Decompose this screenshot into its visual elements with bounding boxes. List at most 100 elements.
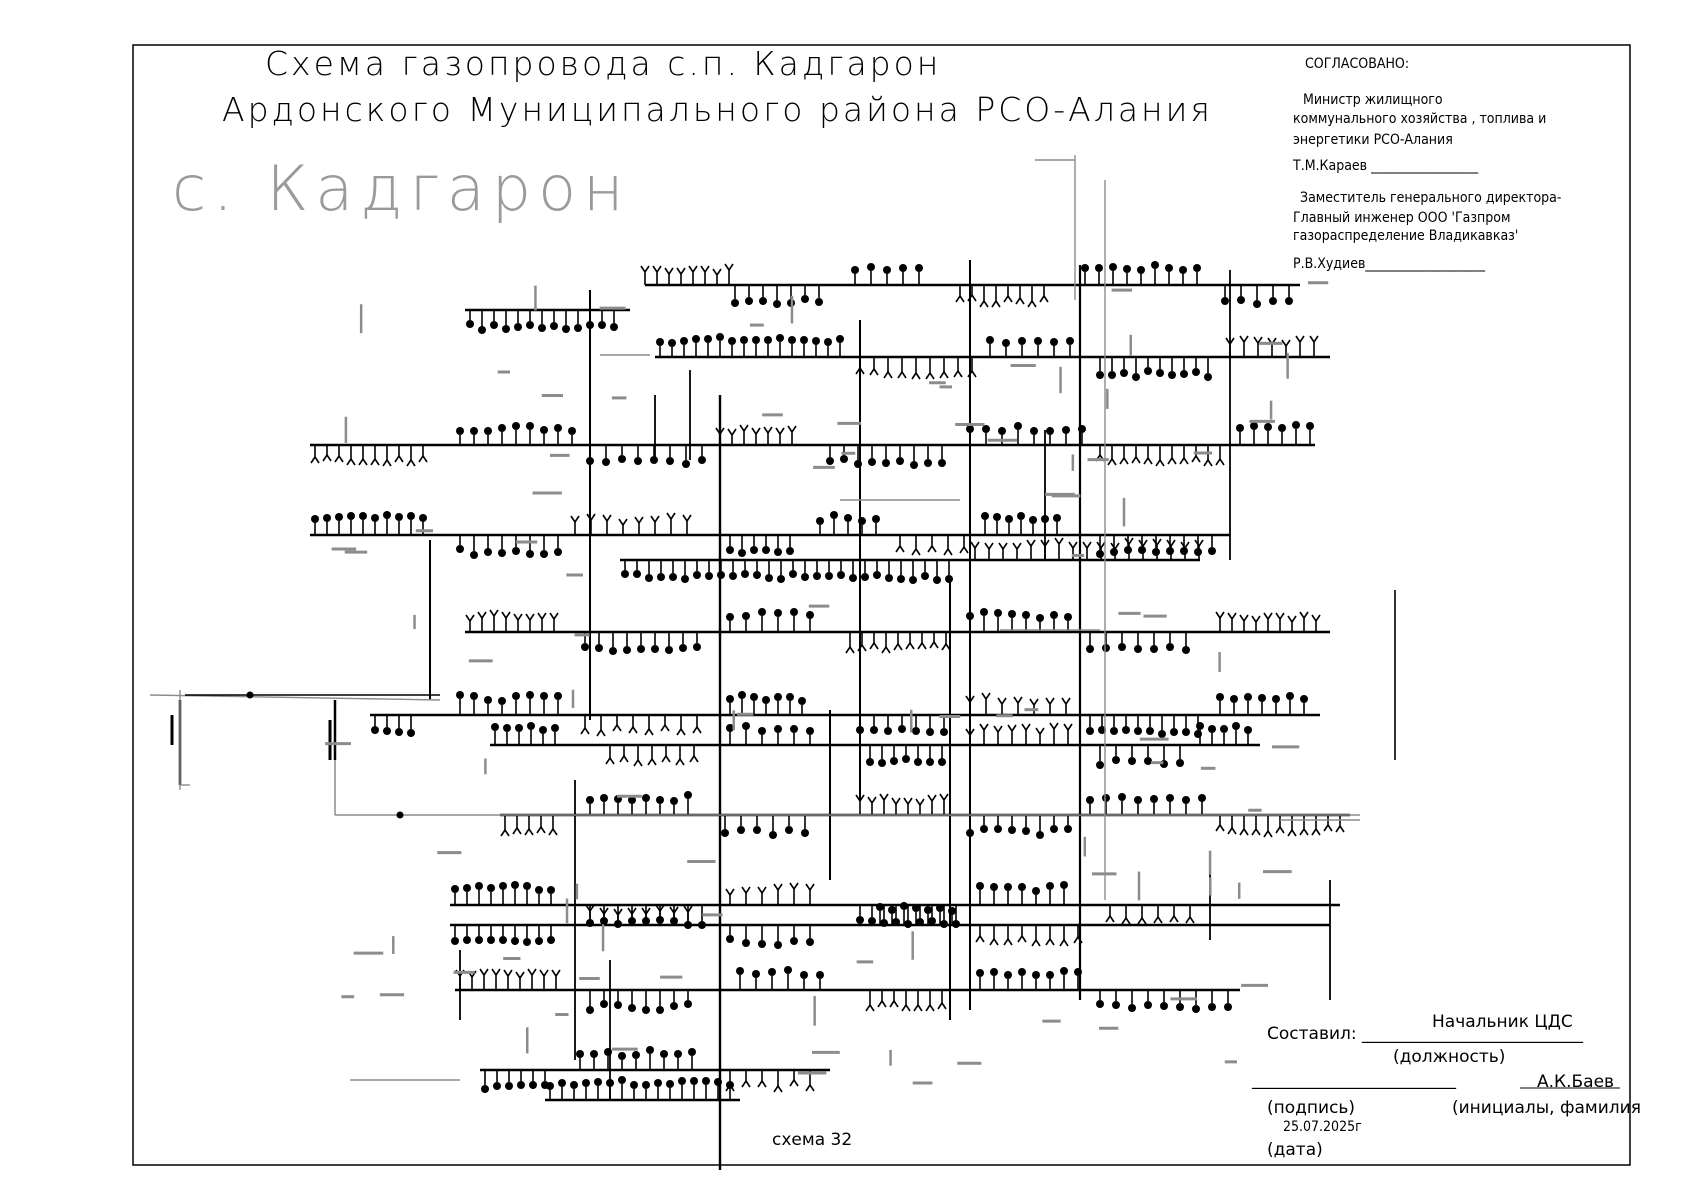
service-node: [1005, 515, 1013, 523]
service-node: [1278, 424, 1286, 432]
service-fork: [1067, 723, 1073, 731]
service-fork: [1025, 723, 1031, 731]
service-node: [323, 514, 331, 522]
service-fork: [632, 726, 638, 734]
approval-org1-line2: коммунального хозяйства , топлива и: [1293, 111, 1547, 127]
service-fork: [761, 886, 767, 894]
service-node: [466, 320, 474, 328]
service-node: [1236, 424, 1244, 432]
service-fork: [716, 268, 722, 276]
service-fork: [1121, 917, 1127, 925]
service-node: [998, 427, 1006, 435]
service-fork: [580, 727, 586, 735]
service-fork: [911, 372, 917, 380]
service-fork: [609, 757, 615, 765]
service-fork: [1110, 542, 1116, 550]
service-node: [1144, 757, 1152, 765]
service-fork: [1251, 615, 1257, 623]
service-node: [726, 695, 734, 703]
service-node: [769, 831, 777, 839]
service-node: [914, 758, 922, 766]
service-node: [742, 722, 750, 730]
service-fork: [489, 609, 495, 617]
service-fork: [867, 796, 873, 804]
service-fork: [1137, 917, 1143, 925]
service-node: [1166, 547, 1174, 555]
service-fork: [745, 886, 751, 894]
service-node: [540, 426, 548, 434]
service-fork: [905, 642, 911, 650]
service-node: [1170, 728, 1178, 736]
service-fork: [1171, 457, 1177, 465]
service-fork: [1017, 935, 1023, 943]
service-node: [1194, 548, 1202, 556]
service-fork: [1207, 459, 1213, 467]
service-node: [1137, 266, 1145, 274]
service-fork: [527, 968, 533, 976]
service-fork: [1251, 828, 1257, 836]
service-node: [1306, 422, 1314, 430]
service-node: [1134, 727, 1142, 735]
service-fork: [913, 1004, 919, 1012]
service-node: [758, 727, 766, 735]
service-node: [490, 321, 498, 329]
service-fork: [971, 370, 977, 378]
service-fork: [1299, 611, 1305, 619]
service-fork: [314, 456, 320, 464]
service-fork: [789, 1079, 795, 1087]
service-fork: [638, 516, 644, 524]
service-node: [1108, 371, 1116, 379]
service-node: [650, 456, 658, 464]
service-fork: [1027, 300, 1033, 308]
service-fork: [465, 614, 471, 622]
service-fork: [1291, 615, 1297, 623]
service-fork: [1173, 915, 1179, 923]
service-fork: [970, 541, 976, 549]
service-fork: [1143, 457, 1149, 465]
service-fork: [1279, 612, 1285, 620]
service-fork: [979, 723, 985, 731]
service-node: [511, 937, 519, 945]
service-node: [484, 427, 492, 435]
service-node: [1144, 367, 1152, 375]
service-fork: [1135, 456, 1141, 464]
service-node: [774, 725, 782, 733]
service-fork: [943, 371, 949, 379]
service-node: [1134, 796, 1142, 804]
service-node: [1220, 725, 1228, 733]
service-fork: [941, 643, 947, 651]
service-node: [1269, 297, 1277, 305]
service-fork: [915, 798, 921, 806]
service-fork: [1029, 698, 1035, 706]
service-node: [1018, 883, 1026, 891]
service-node: [1194, 730, 1202, 738]
service-fork: [1107, 458, 1113, 466]
service-node: [666, 1080, 674, 1088]
service-node: [801, 573, 809, 581]
service-fork: [919, 798, 925, 806]
service-node: [634, 457, 642, 465]
service-node: [910, 461, 918, 469]
stamp-date-value: 25.07.2025г: [1283, 1119, 1362, 1135]
service-fork: [1219, 611, 1225, 619]
service-fork: [773, 883, 779, 891]
service-fork: [767, 426, 773, 434]
service-node: [816, 517, 824, 525]
service-node: [745, 297, 753, 305]
service-node: [738, 549, 746, 557]
service-fork: [931, 545, 937, 553]
service-fork: [793, 1079, 799, 1087]
service-fork: [881, 646, 887, 654]
secondary-pipe: [149, 694, 441, 701]
service-node: [1192, 1005, 1200, 1013]
service-fork: [469, 614, 475, 622]
service-node: [1165, 264, 1173, 272]
service-node: [550, 322, 558, 330]
service-fork: [634, 516, 640, 524]
service-node: [656, 1006, 664, 1014]
service-node: [1062, 426, 1070, 434]
service-node: [554, 692, 562, 700]
service-fork: [845, 646, 851, 654]
service-node: [551, 724, 559, 732]
